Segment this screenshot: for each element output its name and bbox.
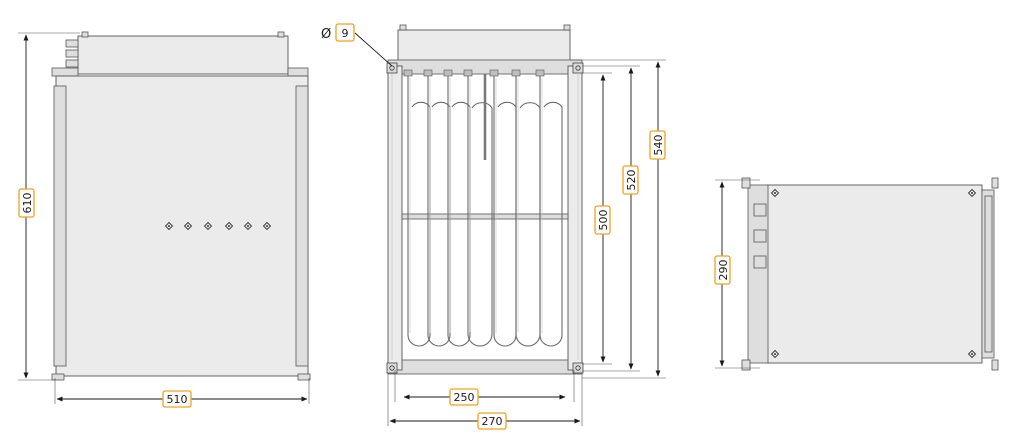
- heating-element: [467, 76, 493, 347]
- front-view: [51, 31, 311, 381]
- heating-element: [493, 76, 517, 347]
- dim-front-width: 510: [54, 378, 310, 408]
- rivet-row: [164, 221, 272, 231]
- dim-side-height: 290: [714, 179, 760, 369]
- dim-outer-width: 270: [387, 374, 583, 430]
- element-terminal: [443, 69, 453, 77]
- cable-gland: [65, 49, 79, 58]
- label-270: 270: [482, 415, 503, 428]
- terminal-bolt: [563, 24, 571, 31]
- rivet: [770, 349, 780, 359]
- cable-gland: [753, 229, 767, 243]
- open-view: [354, 24, 584, 375]
- side-body: [766, 184, 983, 364]
- side-rivets: [770, 188, 977, 359]
- label-610: 610: [21, 193, 34, 214]
- label-510: 510: [167, 393, 188, 406]
- dim-hole-diameter: Ø 9: [321, 23, 355, 42]
- flange-inner: [984, 195, 993, 353]
- heating-element: [515, 76, 541, 347]
- corner-bolts: [386, 62, 584, 374]
- foot-right: [297, 373, 311, 381]
- corner-bolt: [572, 362, 584, 374]
- rivet: [243, 221, 253, 231]
- rivet: [967, 188, 977, 198]
- flange-left: [53, 85, 67, 367]
- corner-bolt: [386, 362, 398, 374]
- element-terminal: [511, 69, 521, 77]
- label-290: 290: [717, 260, 730, 281]
- shoulder-left: [51, 67, 79, 77]
- dim-mid-height: 520: [582, 65, 640, 372]
- cable-gland: [753, 203, 767, 217]
- support-bar: [401, 213, 569, 220]
- side-tab: [991, 359, 999, 371]
- heating-element: [427, 76, 451, 347]
- cable-gland: [753, 255, 767, 269]
- side-tab: [991, 177, 999, 189]
- dim-inner-width: 250: [394, 370, 575, 406]
- rivet: [203, 221, 213, 231]
- cable-gland: [65, 39, 79, 48]
- cable-gland: [65, 59, 79, 68]
- terminal-bolt: [81, 31, 89, 38]
- label-500: 500: [597, 210, 610, 231]
- label-520: 520: [625, 170, 638, 191]
- label-9: 9: [342, 27, 349, 40]
- element-terminal: [403, 69, 413, 77]
- terminal-box: [77, 35, 289, 75]
- label-540: 540: [652, 135, 665, 156]
- heating-element: [407, 76, 431, 347]
- dim-front-height: 610: [18, 32, 80, 381]
- rivet: [262, 221, 272, 231]
- dim-inner-height: 500: [582, 72, 612, 365]
- rivet: [183, 221, 193, 231]
- corner-bolt: [572, 62, 584, 74]
- rivet: [224, 221, 234, 231]
- heating-elements: [403, 69, 563, 347]
- label-250: 250: [454, 391, 475, 404]
- side-flange-left: [747, 184, 769, 364]
- side-tab: [741, 177, 751, 189]
- element-terminal: [535, 69, 545, 77]
- element-terminal: [489, 69, 499, 77]
- shoulder-right: [287, 67, 309, 77]
- flange-right: [295, 85, 309, 367]
- heating-element: [539, 76, 563, 347]
- terminal-bolt: [399, 24, 407, 31]
- terminal-box: [397, 29, 571, 63]
- rivet: [164, 221, 174, 231]
- post-right: [567, 65, 583, 371]
- element-terminal: [423, 69, 433, 77]
- corner-bolt: [386, 62, 398, 74]
- foot-left: [51, 373, 65, 381]
- post-left: [387, 65, 403, 371]
- terminal-bolt: [277, 31, 285, 38]
- diameter-symbol: Ø: [321, 27, 331, 42]
- top-rail: [387, 59, 583, 75]
- dim-outer-height: 540: [570, 59, 666, 379]
- rivet: [967, 349, 977, 359]
- side-view: [741, 177, 999, 371]
- bottom-rail: [387, 359, 583, 375]
- side-tab: [741, 359, 751, 371]
- heating-element: [447, 76, 471, 347]
- element-terminal: [463, 69, 473, 77]
- rivet: [770, 188, 780, 198]
